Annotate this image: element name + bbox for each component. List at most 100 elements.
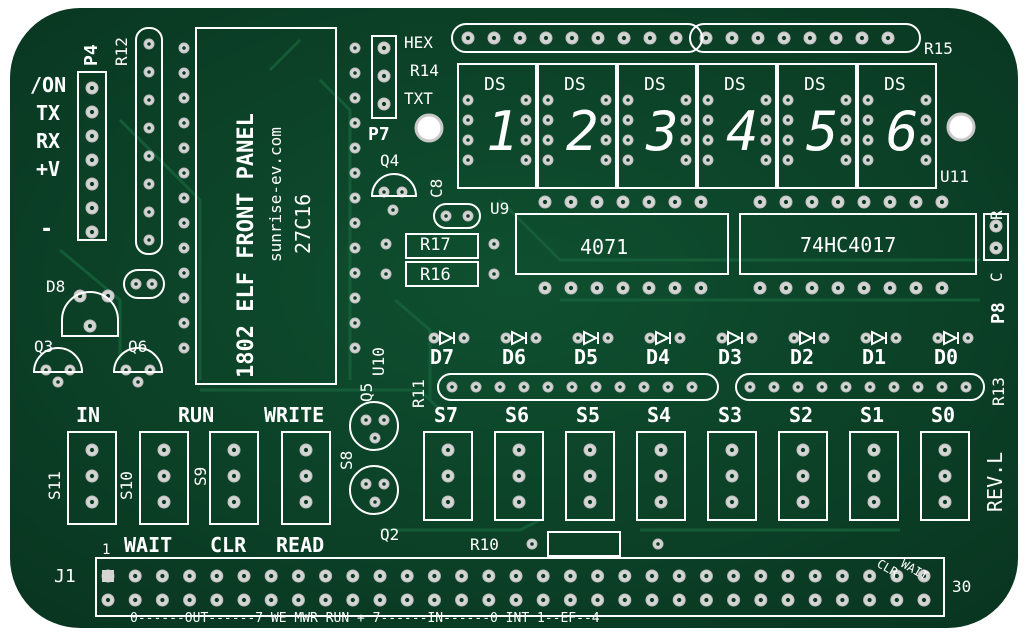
switch-pin-drill — [729, 473, 735, 479]
label-p4: P4 — [81, 44, 102, 66]
u9-top-pin-drill — [646, 199, 652, 205]
switch-pin-drill — [800, 473, 806, 479]
j1-pin-top-drill — [785, 573, 791, 579]
j1-pin-top-drill — [595, 573, 600, 579]
p4-pin-drill — [89, 133, 95, 139]
led-symbol — [439, 330, 455, 346]
left-switch-pin-drill — [303, 499, 309, 505]
display-pin-drill — [684, 98, 688, 102]
display-pin-drill — [604, 98, 608, 102]
led-pin-drill — [822, 336, 826, 340]
chip-right-pin-drill — [353, 96, 357, 100]
j1-pin-top-drill — [921, 573, 927, 579]
display-pin-drill — [524, 118, 528, 122]
display-outline — [777, 63, 857, 189]
led-symbol — [511, 330, 527, 346]
q5-pin-drill — [364, 418, 368, 422]
p4-pin-drill — [89, 157, 95, 163]
chip-right-pin-drill — [353, 121, 357, 125]
r11-pin-drill — [450, 385, 454, 389]
r11-pin-drill — [498, 385, 502, 389]
j1-pin-top-drill — [758, 573, 763, 579]
chip-left-pin-drill — [182, 321, 186, 325]
chip-front-panel-line3: 27C16 — [291, 194, 315, 254]
j1-pin-top-drill — [677, 573, 682, 579]
label-p7: P7 — [368, 124, 390, 145]
r15-header-pin-drill — [729, 35, 735, 41]
left-switch-outline — [67, 431, 117, 525]
chip-left-pin-drill — [182, 346, 186, 350]
r12-pin-drill — [147, 98, 151, 102]
r13-pin-drill — [772, 385, 776, 389]
switch-pin-drill — [942, 473, 948, 479]
j1-pin-top-drill — [214, 573, 219, 579]
display-pin-drill — [706, 98, 710, 102]
diode-pin-drill — [150, 282, 154, 286]
j1-pin-top-drill — [133, 573, 138, 579]
switch-outline — [423, 431, 473, 521]
led-symbol — [799, 330, 815, 346]
p4-pin-drill — [89, 205, 95, 211]
chip-right-pin-drill — [353, 146, 357, 150]
c8-outline — [433, 203, 481, 229]
p4-outline — [77, 71, 107, 241]
display-pin-drill — [844, 138, 848, 142]
label-s9: S9 — [191, 467, 210, 486]
label-u9: U9 — [490, 199, 509, 218]
switch-label: S6 — [505, 403, 529, 427]
p7-pin-drill — [381, 45, 387, 51]
display-pin-drill — [764, 158, 768, 162]
label-q2: Q2 — [380, 525, 399, 544]
q5-outline — [349, 401, 399, 451]
chip-front-panel-line1: 1802 ELF FRONT PANEL — [234, 113, 259, 378]
u9-top-pin-drill — [594, 199, 600, 205]
hex-header-pin-drill — [517, 35, 523, 41]
u9-top-pin-drill — [672, 199, 678, 205]
u4017-bottom-pin-drill — [913, 285, 919, 291]
u9-top-pin-drill — [620, 199, 626, 205]
switch-pin-drill — [516, 447, 522, 453]
chip-left-pin-drill — [182, 146, 186, 150]
led-pin-drill — [720, 336, 724, 340]
chip-right-pin-drill — [353, 196, 357, 200]
d8-small-outline — [123, 269, 165, 299]
label-wait: WAIT — [124, 533, 172, 557]
u9-top-pin-drill — [698, 199, 704, 205]
led-pin-drill — [534, 336, 538, 340]
display-pin-drill — [866, 98, 870, 102]
switch-pin-drill — [445, 473, 451, 479]
left-switch-pin-drill — [161, 499, 167, 505]
left-switch-pin-drill — [231, 473, 237, 479]
r15-header-pin-drill — [885, 35, 891, 41]
label-txt: TXT — [404, 89, 433, 108]
p8-pin-drill — [993, 245, 999, 251]
label-q3: Q3 — [34, 337, 53, 356]
u9-top-pin-drill — [542, 199, 548, 205]
j1-pin-bottom-drill — [595, 597, 600, 603]
r10-pin-drill — [656, 542, 660, 546]
q4-pin-drill — [391, 208, 395, 212]
q2-pin-drill — [382, 482, 386, 486]
hex-header-pin-drill — [465, 35, 471, 41]
display-outline — [697, 63, 777, 189]
j1-pin-bottom-drill — [105, 597, 111, 603]
label-r14: R14 — [410, 61, 439, 80]
led-label: D3 — [718, 345, 742, 369]
led-pin-drill — [504, 336, 508, 340]
left-switch-pin-drill — [161, 447, 167, 453]
j1-pin-bottom-drill — [677, 597, 682, 603]
u4017-bottom-pin-drill — [783, 285, 789, 291]
r15-header-pin-drill — [755, 35, 761, 41]
display-pin-drill — [924, 158, 928, 162]
hex-header-pin-drill — [569, 35, 575, 41]
r13-pin-drill — [748, 385, 752, 389]
d8-pin-drill — [87, 323, 93, 329]
u4017-bottom-pin-drill — [861, 285, 867, 291]
display-ds-label: DS — [724, 74, 746, 95]
u9-bottom-pin-drill — [594, 285, 600, 291]
u4017-top-pin-drill — [861, 199, 867, 205]
led-symbol — [871, 330, 887, 346]
j1-pin-top-drill — [840, 573, 845, 579]
display-pin-drill — [546, 158, 550, 162]
led-pin-drill — [864, 336, 868, 340]
